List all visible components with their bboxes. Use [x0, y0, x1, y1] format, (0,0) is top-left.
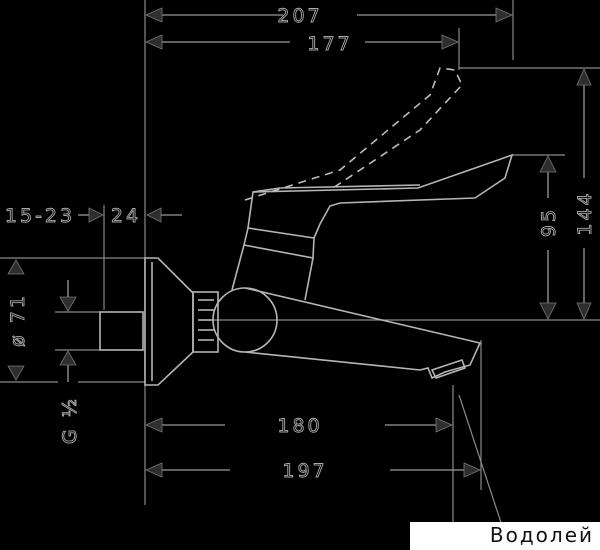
label-d71: ø 71 — [7, 293, 29, 347]
faucet-outline — [99, 67, 514, 386]
label-15-23: 15-23 — [5, 205, 75, 227]
dim-spout-197: 197 — [145, 460, 481, 482]
watermark-text: Водолей — [489, 523, 594, 547]
label-24: 24 — [111, 205, 141, 227]
label-207: 207 — [277, 5, 322, 27]
dim-thread: G ½ — [59, 280, 81, 445]
dim-overall-width: 207 — [145, 5, 513, 27]
label-197: 197 — [282, 460, 327, 482]
label-95: 95 — [538, 207, 560, 237]
dim-inner-width: 177 — [145, 33, 459, 55]
label-180: 180 — [277, 415, 322, 437]
dim-height-total: 144 — [574, 68, 596, 320]
dim-spout-180: 180 — [145, 415, 453, 437]
label-144: 144 — [574, 190, 596, 235]
dim-wall: 15-23 24 — [4, 205, 182, 227]
dim-rosette: ø 71 — [7, 259, 29, 381]
watermark-logo: Водолей — [410, 522, 600, 550]
label-177: 177 — [307, 33, 352, 55]
label-g-half: G ½ — [59, 396, 81, 444]
dim-height-handle: 95 — [538, 155, 560, 320]
